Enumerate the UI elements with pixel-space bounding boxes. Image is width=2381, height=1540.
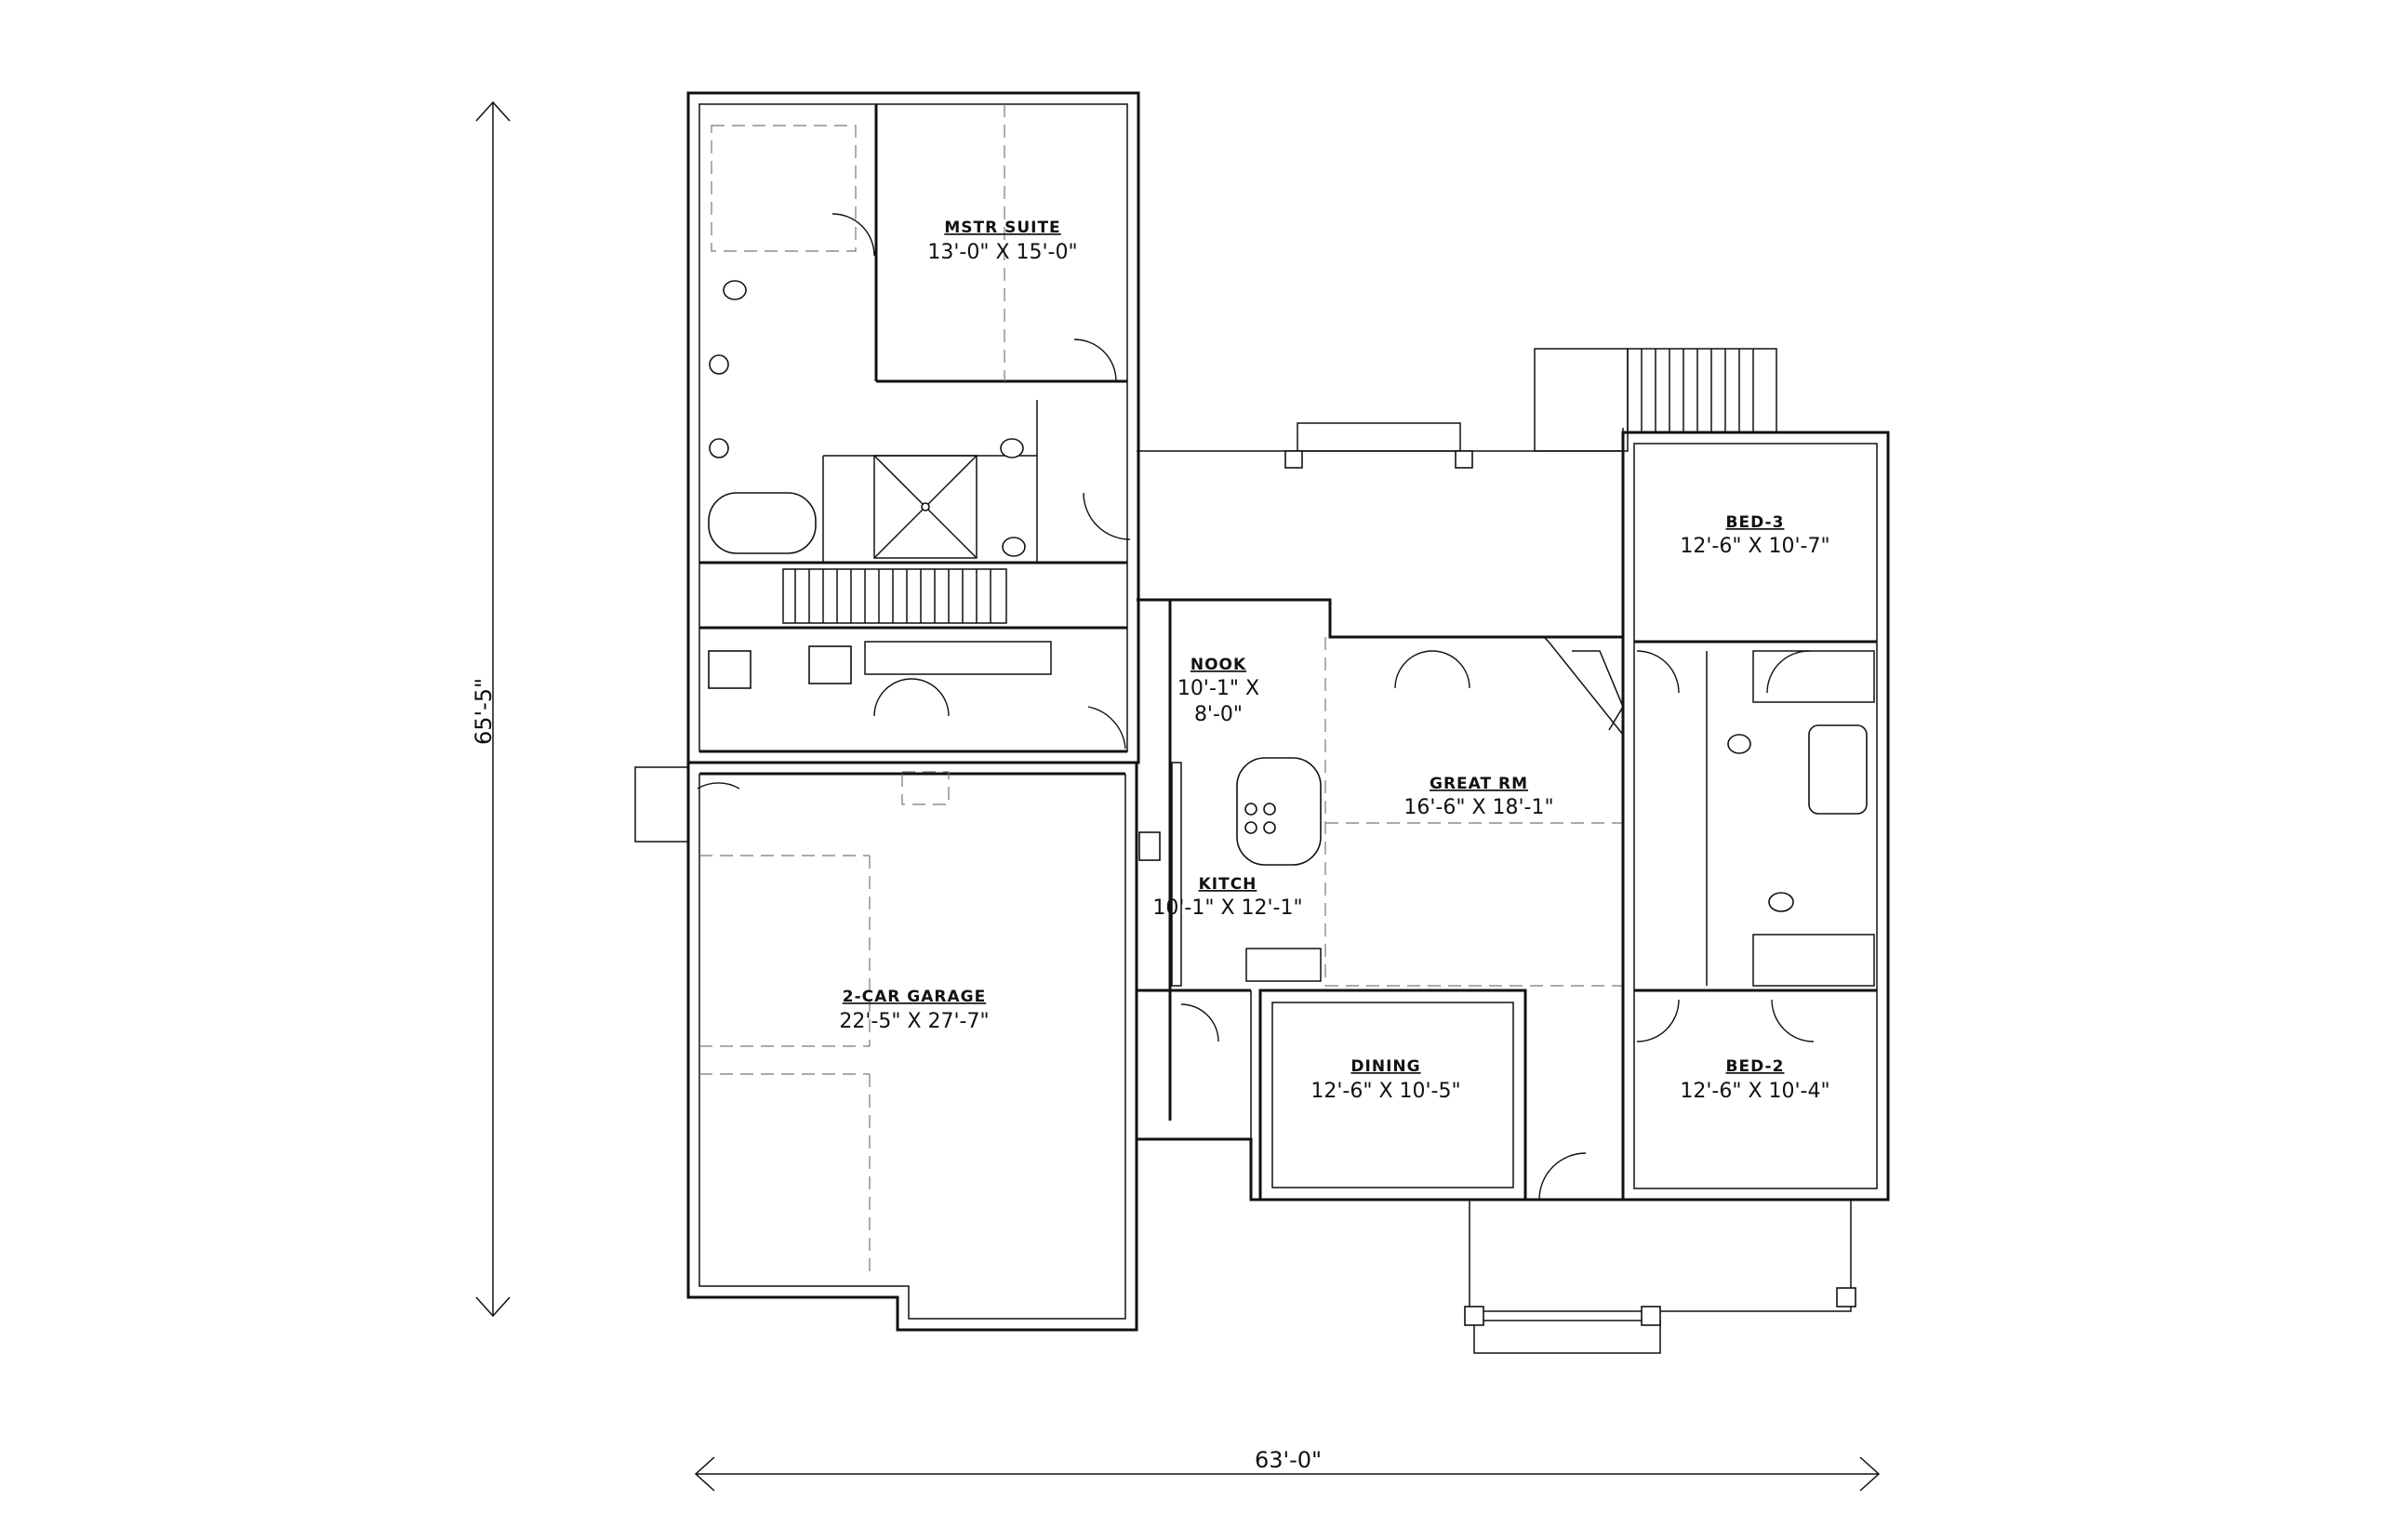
- toilet-icon: [723, 280, 747, 300]
- sink-icon: [709, 354, 729, 375]
- post-icon: [1641, 1306, 1661, 1326]
- post-icon: [1284, 450, 1303, 469]
- width-dimension: 63'-0": [694, 1447, 1881, 1492]
- overall-depth-label: 65'-5": [471, 678, 497, 745]
- laundry-fixtures: [708, 641, 1052, 689]
- room-name: 2-CAR GARAGE: [843, 988, 986, 1006]
- post-icon: [1836, 1287, 1856, 1308]
- room-name: MSTR SUITE: [944, 219, 1060, 237]
- bathtub-icon: [1808, 724, 1868, 815]
- garage-walls: [634, 763, 1138, 1332]
- room-dims: 12'-6" X 10'-4": [1680, 1080, 1829, 1103]
- overall-width-label: 63'-0": [1255, 1447, 1322, 1473]
- cooktop-burner-icon: [1244, 803, 1257, 816]
- room-name: NOOK: [1190, 656, 1246, 674]
- toilet-icon: [1000, 438, 1024, 458]
- toilet-icon: [1002, 537, 1026, 557]
- deck-stairs: [1534, 348, 1777, 452]
- cooktop-burner-icon: [1244, 821, 1257, 834]
- room-label-bed2: BED-2 12'-6" X 10'-4": [1680, 1057, 1829, 1103]
- cooktop-burner-icon: [1263, 803, 1276, 816]
- room-name: GREAT RM: [1430, 775, 1528, 793]
- cooktop-burner-icon: [1263, 821, 1276, 834]
- rear-patio: [1137, 422, 1624, 469]
- room-dims: 12'-6" X 10'-7": [1680, 535, 1829, 558]
- master-bath-fixtures: [708, 280, 1026, 557]
- room-dims: 22'-5" X 27'-7": [839, 1010, 989, 1033]
- bathtub-icon: [708, 492, 817, 554]
- post-icon: [1455, 450, 1473, 469]
- room-name: DINING: [1350, 1057, 1420, 1076]
- room-label-bed3: BED-3 12'-6" X 10'-7": [1680, 513, 1829, 558]
- depth-dimension: 65'-5": [471, 100, 511, 1318]
- room-name: BED-3: [1726, 513, 1785, 532]
- bedroom-wing-walls: [1621, 431, 1890, 1201]
- dryer-icon: [808, 645, 852, 684]
- shower-drain-icon: [921, 502, 930, 511]
- room-dims: 12'-6" X 10'-5": [1310, 1080, 1460, 1103]
- room-dims: 13'-0" X 15'-0": [927, 241, 1077, 264]
- room-label-dining: DINING 12'-6" X 10'-5": [1310, 1057, 1460, 1103]
- post-icon: [1464, 1306, 1484, 1326]
- dining-walls: [1258, 989, 1527, 1201]
- sink-icon: [709, 438, 729, 458]
- room-dims: 8'-0": [1194, 703, 1243, 726]
- room-label-master-suite: MSTR SUITE 13'-0" X 15'-0": [927, 219, 1077, 264]
- room-name: BED-2: [1726, 1057, 1785, 1076]
- kitchen-sink-icon: [1138, 831, 1161, 861]
- sink-icon: [1768, 892, 1794, 912]
- room-dims: 10'-1" X 12'-1": [1152, 896, 1302, 920]
- doors: [697, 213, 1815, 1201]
- room-label-kitch: KITCH 10'-1" X 12'-1": [1152, 875, 1302, 920]
- room-label-great-rm: GREAT RM 16'-6" X 18'-1": [1403, 775, 1553, 819]
- master-wing-walls: [686, 91, 1140, 764]
- room-dims: 10'-1" X: [1177, 677, 1259, 700]
- front-porch: [1464, 1200, 1856, 1354]
- room-name: KITCH: [1199, 875, 1257, 894]
- room-label-garage: 2-CAR GARAGE 22'-5" X 27'-7": [839, 988, 989, 1033]
- washer-icon: [708, 650, 752, 689]
- toilet-icon: [1727, 734, 1751, 754]
- room-label-nook: NOOK 10'-1" X 8'-0": [1177, 656, 1259, 726]
- room-dims: 16'-6" X 18'-1": [1403, 796, 1553, 819]
- stairs: [782, 568, 1007, 624]
